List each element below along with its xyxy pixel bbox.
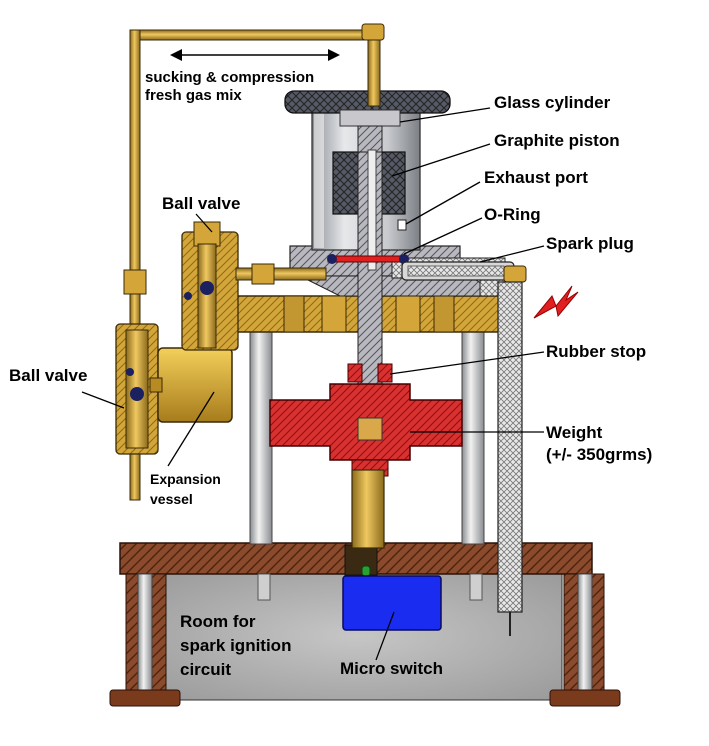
expansion-vessel (149, 347, 233, 423)
gas-tube (123, 23, 385, 501)
label-graphite-piston: Graphite piston (494, 131, 620, 150)
label-rubber-stop: Rubber stop (546, 342, 646, 361)
label-room-line1: Room for (180, 612, 256, 631)
label-spark-plug: Spark plug (546, 234, 634, 253)
label-micro-switch: Micro switch (340, 659, 443, 678)
label-expansion-line1: Expansion (150, 471, 221, 487)
label-glass-cylinder: Glass cylinder (494, 93, 611, 112)
spark-icon (533, 285, 579, 319)
rubber-stop (347, 363, 393, 383)
weight (269, 383, 463, 477)
label-room-line3: circuit (180, 660, 231, 679)
label-weight-line2: (+/- 350grms) (546, 445, 652, 464)
pillar-left (249, 329, 273, 545)
micro-switch (342, 544, 442, 631)
label-expansion-line2: vessel (150, 491, 193, 507)
flow-arrow (170, 49, 340, 61)
label-room-line2: spark ignition (180, 636, 291, 655)
label-o-ring: O-Ring (484, 205, 541, 224)
ball-valve-top (181, 221, 239, 351)
ball-valve-left (115, 323, 159, 455)
label-sucking-line1: sucking & compression (145, 69, 314, 86)
label-sucking-line2: fresh gas mix (145, 87, 242, 104)
label-weight-line1: Weight (546, 423, 603, 442)
o-ring (327, 255, 409, 263)
label-ball-valve-top: Ball valve (162, 194, 240, 213)
spark-plug (401, 261, 527, 636)
label-ball-valve-left: Ball valve (9, 366, 87, 385)
inlet-tube (235, 263, 327, 285)
label-exhaust-port: Exhaust port (484, 168, 588, 187)
slider-rod (351, 469, 385, 549)
exhaust-port (397, 219, 407, 231)
